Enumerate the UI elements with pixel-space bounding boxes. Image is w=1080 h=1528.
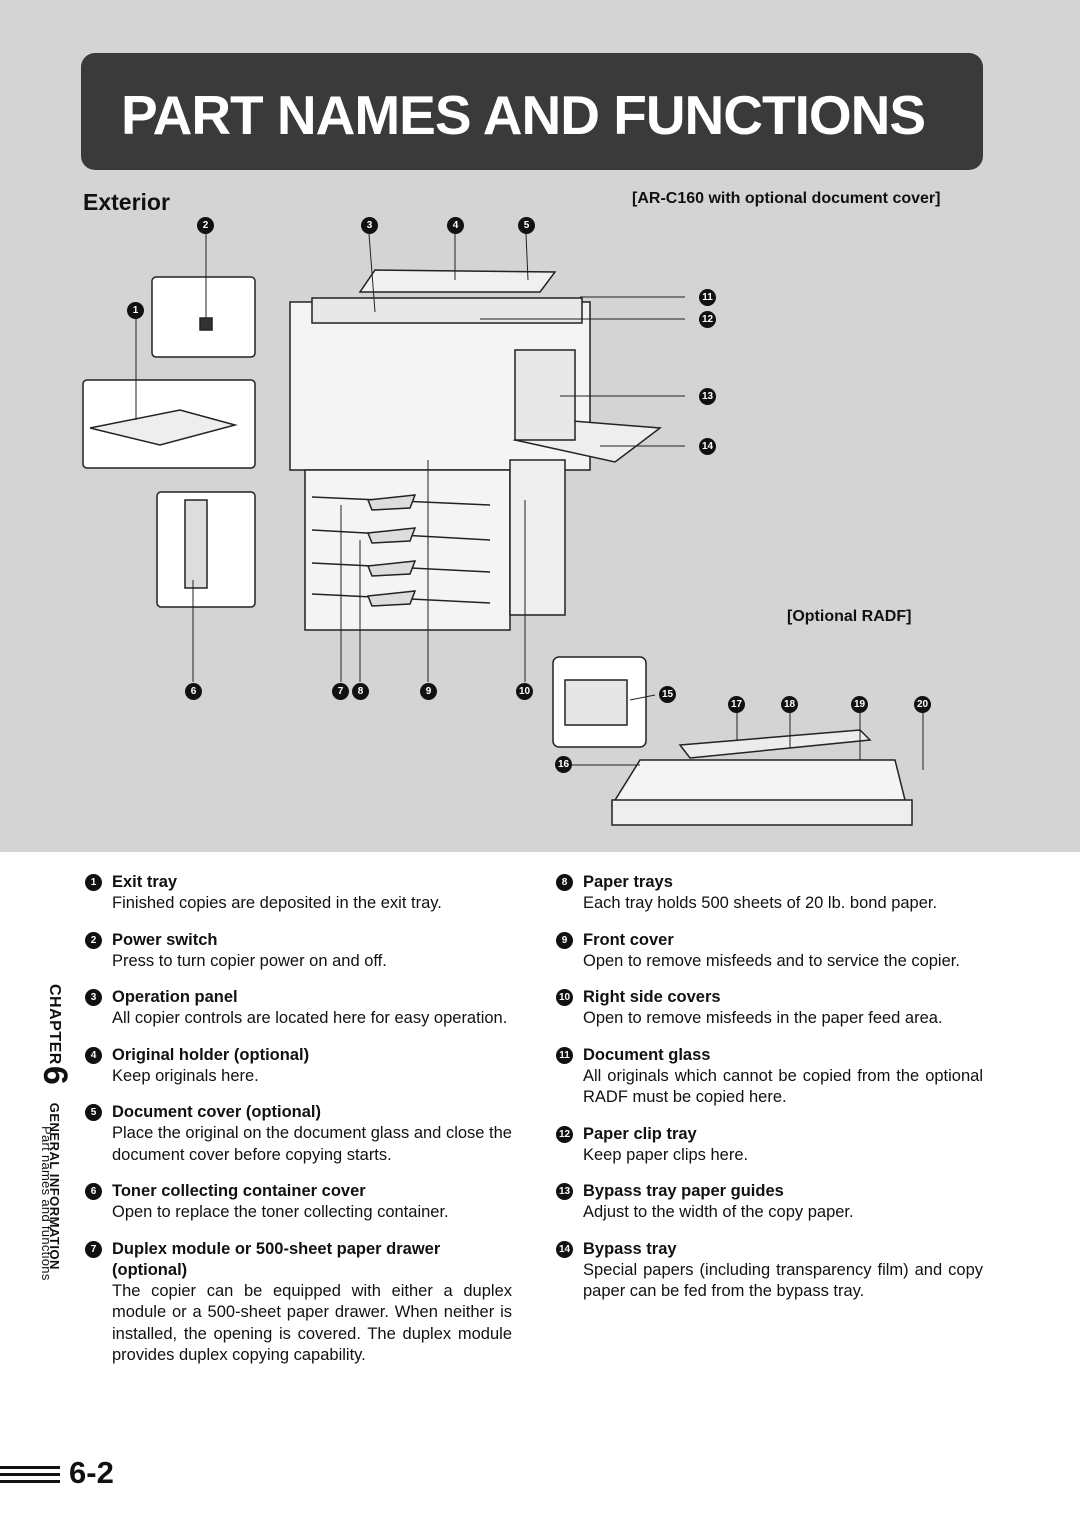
callout-13: 13 — [699, 388, 716, 405]
part-number: 11 — [556, 1046, 573, 1064]
callout-14: 14 — [699, 438, 716, 455]
part-description: The copier can be equipped with either a… — [112, 1281, 512, 1365]
part-name: Original holder (optional) — [112, 1045, 310, 1064]
part-item: 4 Original holder (optional) Keep origin… — [82, 1045, 512, 1088]
radf-label: [Optional RADF] — [787, 608, 912, 625]
title-banner: PART NAMES AND FUNCTIONS — [81, 53, 983, 170]
part-description: Special papers (including transparency f… — [583, 1260, 983, 1301]
part-description: Press to turn copier power on and off. — [112, 951, 387, 970]
part-description: Finished copies are deposited in the exi… — [112, 894, 442, 912]
part-item: 8 Paper trays Each tray holds 500 sheets… — [553, 872, 983, 915]
part-description: Open to replace the toner collecting con… — [112, 1203, 449, 1221]
part-number: 4 — [85, 1046, 102, 1064]
callout-3: 3 — [361, 217, 378, 234]
callout-6: 6 — [185, 683, 202, 700]
part-name: Bypass tray — [583, 1239, 677, 1258]
chapter-number: 6 — [36, 1065, 74, 1085]
main-model-label: [AR-C160 with optional document cover] — [632, 190, 941, 207]
callout-1: 1 — [127, 302, 144, 319]
part-item: 2 Power switch Press to turn copier powe… — [82, 930, 512, 973]
part-number: 7 — [85, 1240, 102, 1258]
part-number: 3 — [85, 989, 102, 1006]
part-description: Open to remove misfeeds in the paper fee… — [583, 1009, 943, 1027]
part-number: 5 — [85, 1104, 102, 1121]
part-name: Right side covers — [583, 988, 721, 1006]
callout-19: 19 — [851, 696, 868, 713]
part-description: Adjust to the width of the copy paper. — [583, 1203, 854, 1221]
part-description: Keep paper clips here. — [583, 1145, 749, 1164]
part-number: 8 — [556, 874, 573, 891]
copier-illustration — [82, 233, 924, 826]
callout-5: 5 — [518, 217, 535, 234]
part-description: Keep originals here. — [112, 1066, 259, 1085]
callout-10: 10 — [516, 683, 533, 700]
part-item: 3 Operation panel All copier controls ar… — [82, 987, 512, 1030]
callout-4: 4 — [447, 217, 464, 234]
part-item: 6 Toner collecting container cover Open … — [82, 1181, 512, 1224]
callout-15: 15 — [659, 686, 676, 703]
part-name: Paper clip tray — [583, 1124, 697, 1143]
part-number: 10 — [556, 989, 573, 1006]
part-name: Front cover — [583, 930, 674, 949]
part-name: Exit tray — [112, 873, 178, 891]
part-item: 14 Bypass tray Special papers (including… — [553, 1239, 983, 1303]
part-number: 14 — [556, 1240, 573, 1258]
part-item: 11 Document glass All originals which ca… — [553, 1045, 983, 1109]
part-number: 2 — [85, 931, 102, 949]
inset-power-switch — [151, 276, 256, 358]
chapter-tab: CHAPTER6GENERAL INFORMATION Part names a… — [30, 984, 74, 1324]
part-description: All originals which cannot be copied fro… — [583, 1066, 983, 1107]
part-number: 12 — [556, 1125, 573, 1143]
page-title: PART NAMES AND FUNCTIONS — [121, 84, 926, 146]
part-name: Power switch — [112, 930, 218, 949]
part-item: 5 Document cover (optional) Place the or… — [82, 1102, 512, 1166]
part-number: 6 — [85, 1183, 102, 1200]
callout-11: 11 — [699, 289, 716, 306]
part-item: 1 Exit tray Finished copies are deposite… — [82, 872, 512, 915]
part-name: Operation panel — [112, 988, 238, 1006]
part-number: 13 — [556, 1183, 573, 1200]
part-name: Document cover (optional) — [112, 1103, 322, 1121]
page-number-bars — [0, 1466, 60, 1487]
part-number: 1 — [85, 874, 102, 891]
part-item: 7 Duplex module or 500-sheet paper drawe… — [82, 1239, 512, 1367]
parts-list-right: 8 Paper trays Each tray holds 500 sheets… — [553, 872, 983, 1318]
part-description: All copier controls are located here for… — [112, 1009, 508, 1027]
part-name: Bypass tray paper guides — [583, 1182, 784, 1200]
page-number: 6-2 — [69, 1455, 114, 1490]
callout-7: 7 — [332, 683, 349, 700]
part-description: Place the original on the document glass… — [112, 1124, 512, 1164]
part-item: 9 Front cover Open to remove misfeeds an… — [553, 930, 983, 973]
section-heading: Exterior — [83, 189, 170, 215]
part-description: Each tray holds 500 sheets of 20 lb. bon… — [583, 894, 938, 912]
callout-2: 2 — [197, 217, 214, 234]
part-number: 9 — [556, 931, 573, 949]
callout-18: 18 — [781, 696, 798, 713]
part-name: Duplex module or 500-sheet paper drawer … — [112, 1239, 441, 1279]
chapter-subtitle: Part names and functions — [39, 1126, 54, 1281]
part-name: Document glass — [583, 1045, 711, 1064]
callout-9: 9 — [420, 683, 437, 700]
parts-list-left: 1 Exit tray Finished copies are deposite… — [82, 872, 512, 1382]
part-item: 12 Paper clip tray Keep paper clips here… — [553, 1124, 983, 1167]
callout-17: 17 — [728, 696, 745, 713]
chapter-word: CHAPTER — [46, 984, 63, 1065]
part-description: Open to remove misfeeds and to service t… — [583, 951, 960, 970]
callout-8: 8 — [352, 683, 369, 700]
callout-20: 20 — [914, 696, 931, 713]
part-item: 10 Right side covers Open to remove misf… — [553, 987, 983, 1030]
part-name: Paper trays — [583, 873, 673, 891]
callout-12: 12 — [699, 311, 716, 328]
part-name: Toner collecting container cover — [112, 1182, 366, 1200]
callout-16: 16 — [555, 756, 572, 773]
part-item: 13 Bypass tray paper guides Adjust to th… — [553, 1181, 983, 1224]
chapter-tab-text: CHAPTER6GENERAL INFORMATION Part names a… — [35, 984, 74, 1324]
